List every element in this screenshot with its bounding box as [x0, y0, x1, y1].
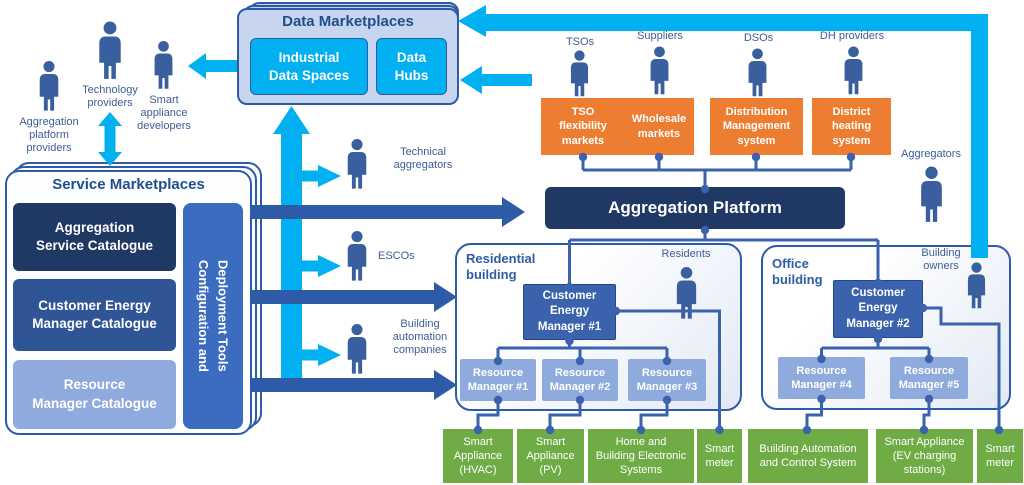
resource-manager-4-box: Resource Manager #4	[778, 357, 865, 399]
district-heating-system-box: District heating system	[812, 98, 891, 155]
resource-manager-2-box: Resource Manager #2	[542, 359, 618, 401]
arrow-markets-to-data-marketplaces	[460, 66, 532, 94]
arrow-vertical-shaft-to-data-marketplaces	[281, 132, 302, 380]
label-aggregators: Aggregators	[901, 148, 961, 160]
home-building-electronic-systems-box: Home and Building Electronic Systems	[588, 429, 694, 483]
tso-flexibility-markets-box: TSO flexibility markets	[541, 98, 625, 155]
data-marketplaces-title: Data Marketplaces	[282, 13, 414, 30]
industrial-data-spaces-box: Industrial Data Spaces	[250, 38, 368, 95]
arrow-branch-building-automation	[302, 344, 341, 366]
person-icon-dsos	[744, 48, 771, 98]
label-residents: Residents	[661, 248, 711, 260]
arrow-branch-escos	[302, 255, 341, 277]
person-icon-dh-providers	[840, 46, 867, 96]
label-tsos: TSOs	[565, 36, 595, 48]
person-icon-technology-providers	[95, 20, 125, 82]
customer-energy-manager-2-box: Customer Energy Manager #2	[833, 280, 923, 338]
arrow-sm-to-aggregation-platform	[252, 197, 525, 227]
arrow-data-marketplaces-to-providers	[188, 53, 237, 79]
label-building-owners: Building owners	[921, 247, 961, 273]
connector-markets-to-platform	[581, 156, 853, 188]
label-aggregation-platform-providers: Aggregation platform providers	[19, 116, 79, 155]
arrowhead-up-to-data-marketplaces	[273, 106, 310, 134]
customer-energy-manager-catalogue-box: Customer Energy Manager Catalogue	[13, 279, 176, 351]
aggregation-platform-box: Aggregation Platform	[545, 187, 845, 229]
residential-building-label: Residential building	[466, 251, 536, 283]
wholesale-markets-box: Wholesale markets	[624, 98, 694, 155]
person-icon-aggregators	[917, 166, 946, 224]
arrow-branch-technical-aggregators	[302, 165, 341, 187]
service-marketplaces-title: Service Marketplaces	[52, 176, 205, 193]
person-icon-residents	[673, 266, 700, 321]
configuration-deployment-tools-box: Configuration and Deployment Tools	[183, 203, 243, 429]
label-suppliers: Suppliers	[637, 30, 683, 42]
label-building-automation-companies: Building automation companies	[392, 318, 448, 357]
label-technology-providers: Technology providers	[82, 84, 138, 110]
building-automation-control-system-box: Building Automation and Control System	[748, 429, 868, 483]
distribution-management-system-box: Distribution Management system	[710, 98, 803, 155]
smart-appliance-hvac-box: Smart Appliance (HVAC)	[443, 429, 513, 483]
label-escos: ESCOs	[378, 250, 415, 262]
label-dh-providers: DH providers	[819, 30, 885, 42]
aggregation-service-catalogue-box: Aggregation Service Catalogue	[13, 203, 176, 271]
person-icon-aggregation-platform-providers	[36, 60, 62, 113]
person-icon-building-automation-companies	[344, 322, 370, 377]
arrow-sm-to-residential-upper	[252, 282, 457, 312]
label-technical-aggregators: Technical aggregators	[393, 146, 453, 172]
data-hubs-box: Data Hubs	[376, 38, 447, 95]
label-dsos: DSOs	[743, 32, 774, 44]
smart-meter-residential-box: Smart meter	[697, 429, 742, 483]
person-icon-tsos	[566, 50, 593, 98]
resource-manager-3-box: Resource Manager #3	[628, 359, 706, 401]
person-icon-smart-appliance-developers	[151, 40, 176, 91]
label-smart-appliance-developers: Smart appliance developers	[137, 94, 191, 133]
smart-appliance-pv-box: Smart Appliance (PV)	[517, 429, 584, 483]
person-icon-technical-aggregators	[344, 138, 370, 191]
person-icon-escos	[344, 230, 370, 283]
smart-appliance-ev-box: Smart Appliance (EV charging stations)	[876, 429, 973, 483]
person-icon-suppliers	[646, 46, 673, 96]
resource-manager-catalogue-box: Resource Manager Catalogue	[13, 360, 176, 429]
resource-manager-5-box: Resource Manager #5	[890, 357, 968, 399]
customer-energy-manager-1-box: Customer Energy Manager #1	[523, 284, 616, 340]
arrow-providers-service-marketplaces-bidirectional	[98, 112, 122, 166]
smart-meter-office-box: Smart meter	[977, 429, 1023, 483]
resource-manager-1-box: Resource Manager #1	[460, 359, 536, 401]
